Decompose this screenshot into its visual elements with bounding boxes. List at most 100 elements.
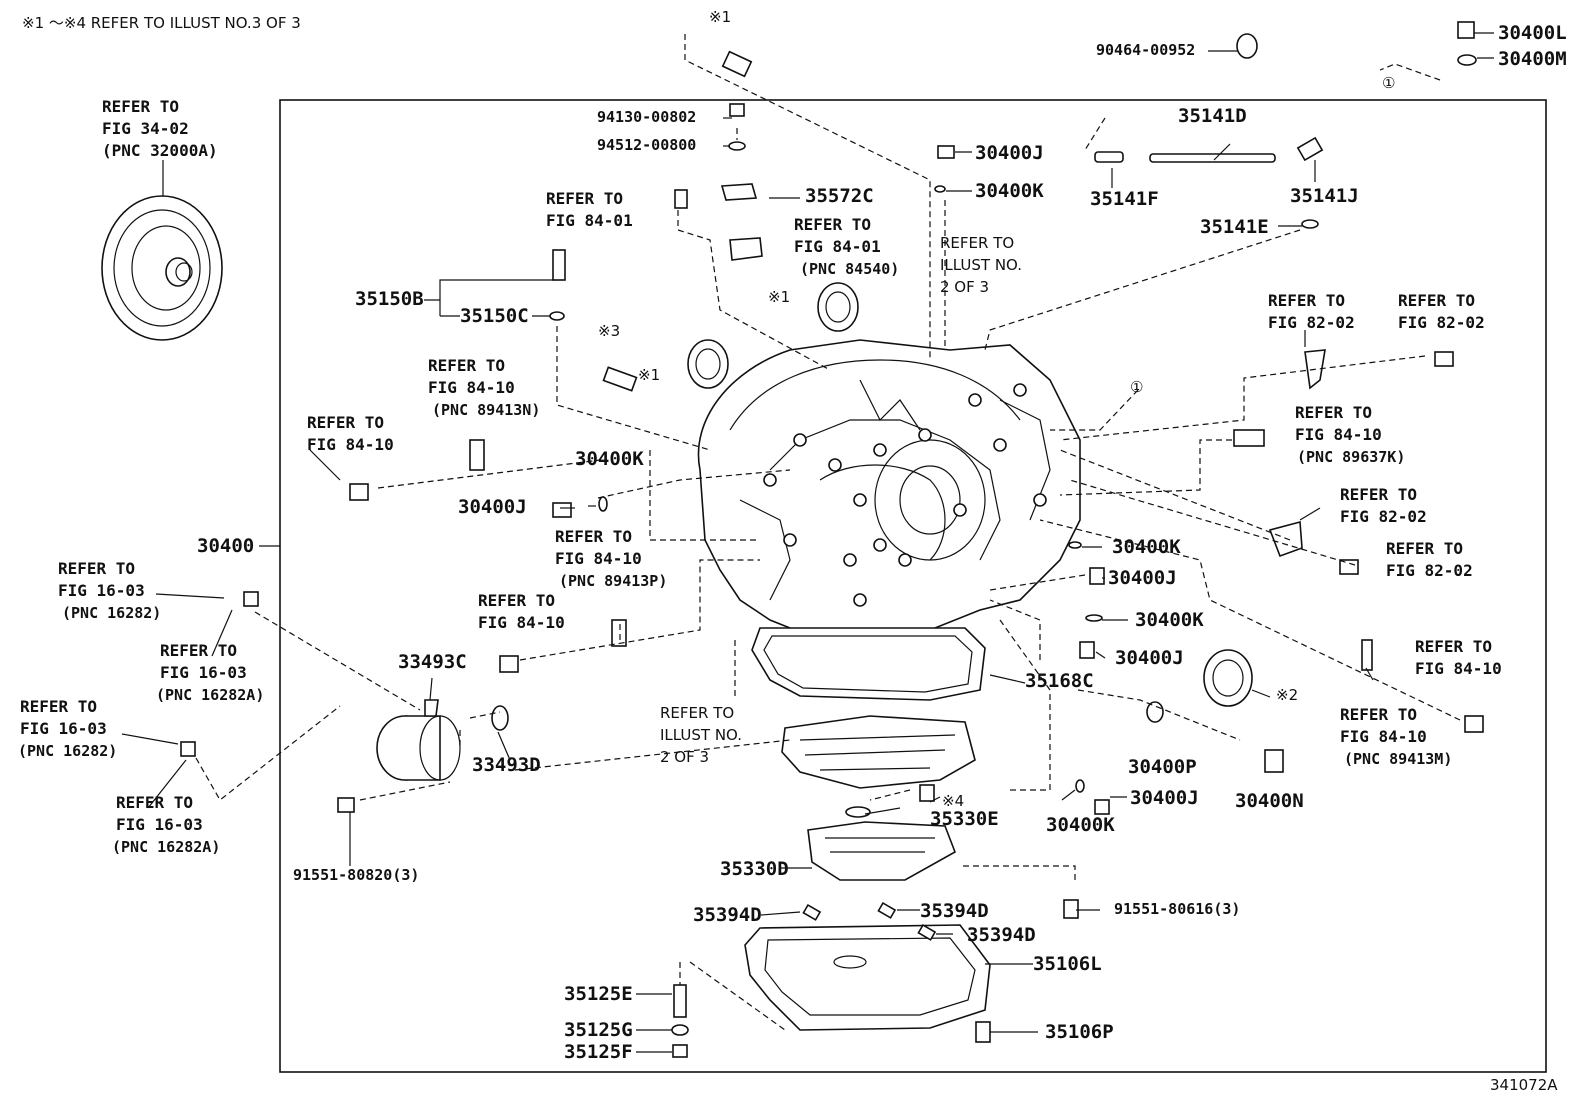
ref-84-10-k-3: (PNC 89637K)	[1297, 448, 1406, 466]
ref-84-10-p-3: (PNC 89413P)	[559, 572, 668, 590]
ref-84-01-b-1: REFER TO	[794, 215, 872, 234]
ref-illust-mid-3: 2 OF 3	[660, 748, 710, 766]
ref-16-03-b-1: REFER TO	[160, 641, 238, 660]
oil-seal-2-drawing	[687, 339, 729, 389]
part-30400: 30400	[197, 535, 255, 557]
ref-84-10-n-2: FIG 84-10	[428, 378, 515, 397]
oil-strainer-drawing	[807, 806, 956, 881]
ref-82-02-d-1: REFER TO	[1386, 539, 1464, 558]
ref-torque-converter-1: REFER TO	[102, 97, 180, 116]
marker-1-case: ※1	[638, 366, 661, 384]
ref-torque-converter-3: (PNC 32000A)	[102, 141, 218, 160]
ref-84-10-right-2: FIG 84-10	[1415, 659, 1502, 678]
ref-82-02-c-1: REFER TO	[1340, 485, 1418, 504]
ref-84-01-b-2: FIG 84-01	[794, 237, 881, 256]
ref-84-10-m-3: (PNC 89413M)	[1344, 750, 1453, 768]
ref-84-10-m-2: FIG 84-10	[1340, 727, 1427, 746]
header-note: ※1 ～※4 REFER TO ILLUST NO.3 OF 3	[22, 14, 301, 32]
ref-illust-top-3: 2 OF 3	[940, 278, 990, 296]
ref-82-02-b-1: REFER TO	[1398, 291, 1476, 310]
part-35330d: 35330D	[720, 858, 789, 880]
ref-illust-mid-1: REFER TO	[660, 704, 735, 722]
callout-1-case: ①	[1130, 378, 1144, 396]
part-35150b: 35150B	[355, 288, 424, 310]
marker-1-seal: ※1	[768, 288, 791, 306]
ref-illust-top-2: ILLUST NO.	[940, 256, 1023, 274]
torque-converter-drawing	[101, 160, 223, 341]
pan-gasket-drawing	[751, 627, 986, 701]
part-91551-80820: 91551-80820(3)	[293, 866, 420, 884]
part-30400l: 30400L	[1498, 22, 1567, 44]
ref-16-03-c-2: FIG 16-03	[20, 719, 107, 738]
part-30400j-r1: 30400J	[1108, 567, 1177, 589]
part-35141e: 35141E	[1200, 216, 1269, 238]
part-35141f: 35141F	[1090, 188, 1159, 210]
part-33493d: 33493D	[472, 754, 541, 776]
part-35141j: 35141J	[1290, 185, 1359, 207]
part-30400k-left: 30400K	[575, 448, 644, 470]
part-91551-80616: 91551-80616(3)	[1114, 900, 1241, 918]
part-35125f: 35125F	[564, 1041, 633, 1063]
ref-84-01-b-3: (PNC 84540)	[800, 260, 900, 278]
illustration-code: 341072A	[1490, 1076, 1558, 1094]
part-30400j-left: 30400J	[458, 496, 527, 518]
ref-16-03-a-2: FIG 16-03	[58, 581, 145, 600]
ref-16-03-b-2: FIG 16-03	[160, 663, 247, 682]
leader-lines	[121, 32, 1494, 1053]
ref-16-03-d-3: (PNC 16282A)	[112, 838, 221, 856]
ref-16-03-a-3: (PNC 16282)	[62, 604, 162, 622]
small-parts	[180, 21, 1484, 1058]
ref-82-02-b-2: FIG 82-02	[1398, 313, 1485, 332]
ref-84-10-left-1: REFER TO	[307, 413, 385, 432]
ref-16-03-b-3: (PNC 16282A)	[156, 686, 265, 704]
ref-torque-converter-2: FIG 34-02	[102, 119, 189, 138]
ref-16-03-c-3: (PNC 16282)	[18, 742, 118, 760]
part-94130-00802: 94130-00802	[597, 108, 697, 126]
oil-seal-3-drawing	[1203, 649, 1253, 707]
oil-cooler-drawing	[376, 699, 461, 781]
part-33493c: 33493C	[398, 651, 467, 673]
part-35394d-c: 35394D	[967, 924, 1036, 946]
case-bolt-heads	[763, 383, 1047, 607]
part-35141d: 35141D	[1178, 105, 1247, 127]
ref-illust-mid-2: ILLUST NO.	[660, 726, 743, 744]
part-30400j-top: 30400J	[975, 142, 1044, 164]
part-30400n: 30400N	[1235, 790, 1304, 812]
part-94512-00800: 94512-00800	[597, 136, 697, 154]
oil-pan-drawing	[744, 924, 991, 1031]
marker-1-top: ※1	[709, 8, 732, 26]
part-35125g: 35125G	[564, 1019, 633, 1041]
ref-84-10-m-1: REFER TO	[1340, 705, 1418, 724]
part-35394d-b: 35394D	[920, 900, 989, 922]
ref-84-01-a-2: FIG 84-01	[546, 211, 633, 230]
marker-4: ※4	[942, 792, 965, 810]
part-35106p: 35106P	[1045, 1021, 1114, 1043]
part-35394d-a: 35394D	[693, 904, 762, 926]
ref-84-10-p-2: FIG 84-10	[555, 549, 642, 568]
part-30400p: 30400P	[1128, 756, 1197, 778]
ref-16-03-d-1: REFER TO	[116, 793, 194, 812]
part-30400k-r1: 30400K	[1112, 536, 1181, 558]
callout-1-top: ①	[1382, 74, 1396, 92]
valve-body-drawing	[781, 715, 976, 789]
part-30400j-r3: 30400J	[1130, 787, 1199, 809]
ref-16-03-d-2: FIG 16-03	[116, 815, 203, 834]
part-35125e: 35125E	[564, 983, 633, 1005]
ref-84-10-p-1: REFER TO	[555, 527, 633, 546]
marker-2: ※2	[1276, 686, 1299, 704]
part-35330e: 35330E	[930, 808, 999, 830]
ref-82-02-a-1: REFER TO	[1268, 291, 1346, 310]
part-35168c: 35168C	[1025, 670, 1094, 692]
ref-82-02-d-2: FIG 82-02	[1386, 561, 1473, 580]
part-90464-00952: 90464-00952	[1096, 41, 1196, 59]
ref-illust-top-1: REFER TO	[940, 234, 1015, 252]
part-30400j-r2: 30400J	[1115, 647, 1184, 669]
ref-16-03-a-1: REFER TO	[58, 559, 136, 578]
part-30400k-r3: 30400K	[1046, 814, 1115, 836]
ref-84-10-k-2: FIG 84-10	[1295, 425, 1382, 444]
ref-82-02-a-2: FIG 82-02	[1268, 313, 1355, 332]
ref-84-10-right-1: REFER TO	[1415, 637, 1493, 656]
ref-84-10-n-3: (PNC 89413N)	[432, 401, 541, 419]
